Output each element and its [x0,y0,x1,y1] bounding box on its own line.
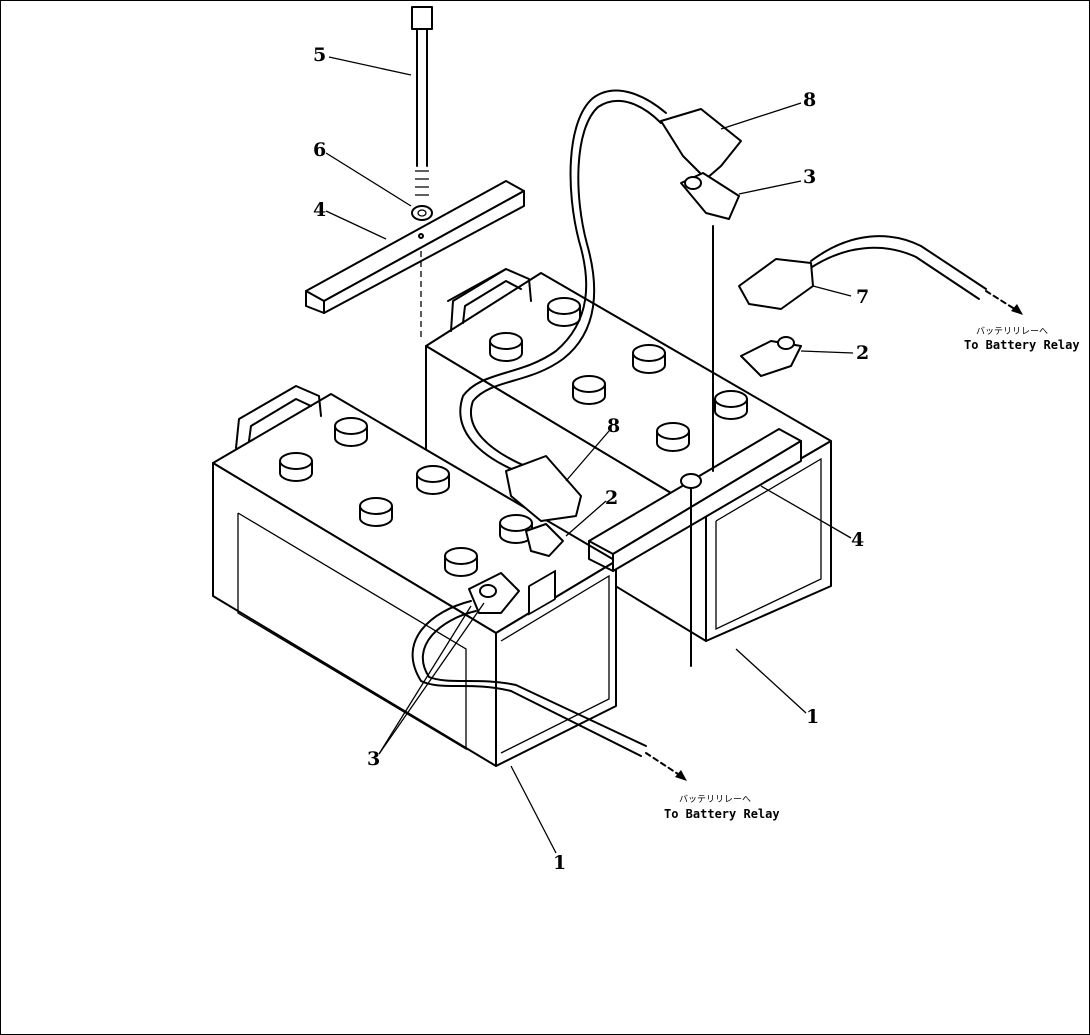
front-battery-handle-right [528,569,556,616]
nut [411,205,433,221]
rear-battery-caps [489,297,748,452]
lower-arrow-head [675,770,687,781]
callout-1-rear: 1 [806,706,819,728]
terminal-upper [680,172,740,220]
connecting-cable [459,89,742,522]
callout-4-lower: 4 [851,529,864,551]
bolt [411,6,433,196]
callout-3-lower: 3 [367,748,380,770]
front-terminal-and-cable [411,523,647,757]
callout-3-upper: 3 [803,166,816,188]
callout-8-lower: 8 [607,415,620,437]
hold-down-bar-installed [588,225,802,667]
hold-down-bar-exploded [305,180,525,341]
callout-6: 6 [313,139,326,161]
front-battery-caps [279,417,533,577]
relay-note-en-upper: To Battery Relay [964,338,1080,352]
relay-note-jp-upper: バッテリリレーへ [976,326,1048,337]
leader-lines [325,56,854,854]
callout-1-front: 1 [553,852,566,874]
callout-7: 7 [856,286,869,308]
callout-8-upper: 8 [803,89,816,111]
front-battery [212,385,617,767]
upper-relay-arrow [985,290,1022,314]
callout-5: 5 [313,44,326,66]
terminal-2-upper [740,336,802,377]
callout-2-lower: 2 [605,487,618,509]
callout-2-upper: 2 [856,342,869,364]
lower-relay-arrow [645,752,682,777]
relay-note-en-lower: To Battery Relay [664,807,780,821]
callout-4-upper: 4 [313,199,326,221]
upper-arrow-head [1011,304,1023,315]
relay-note-jp-lower: バッテリリレーへ [679,794,751,805]
